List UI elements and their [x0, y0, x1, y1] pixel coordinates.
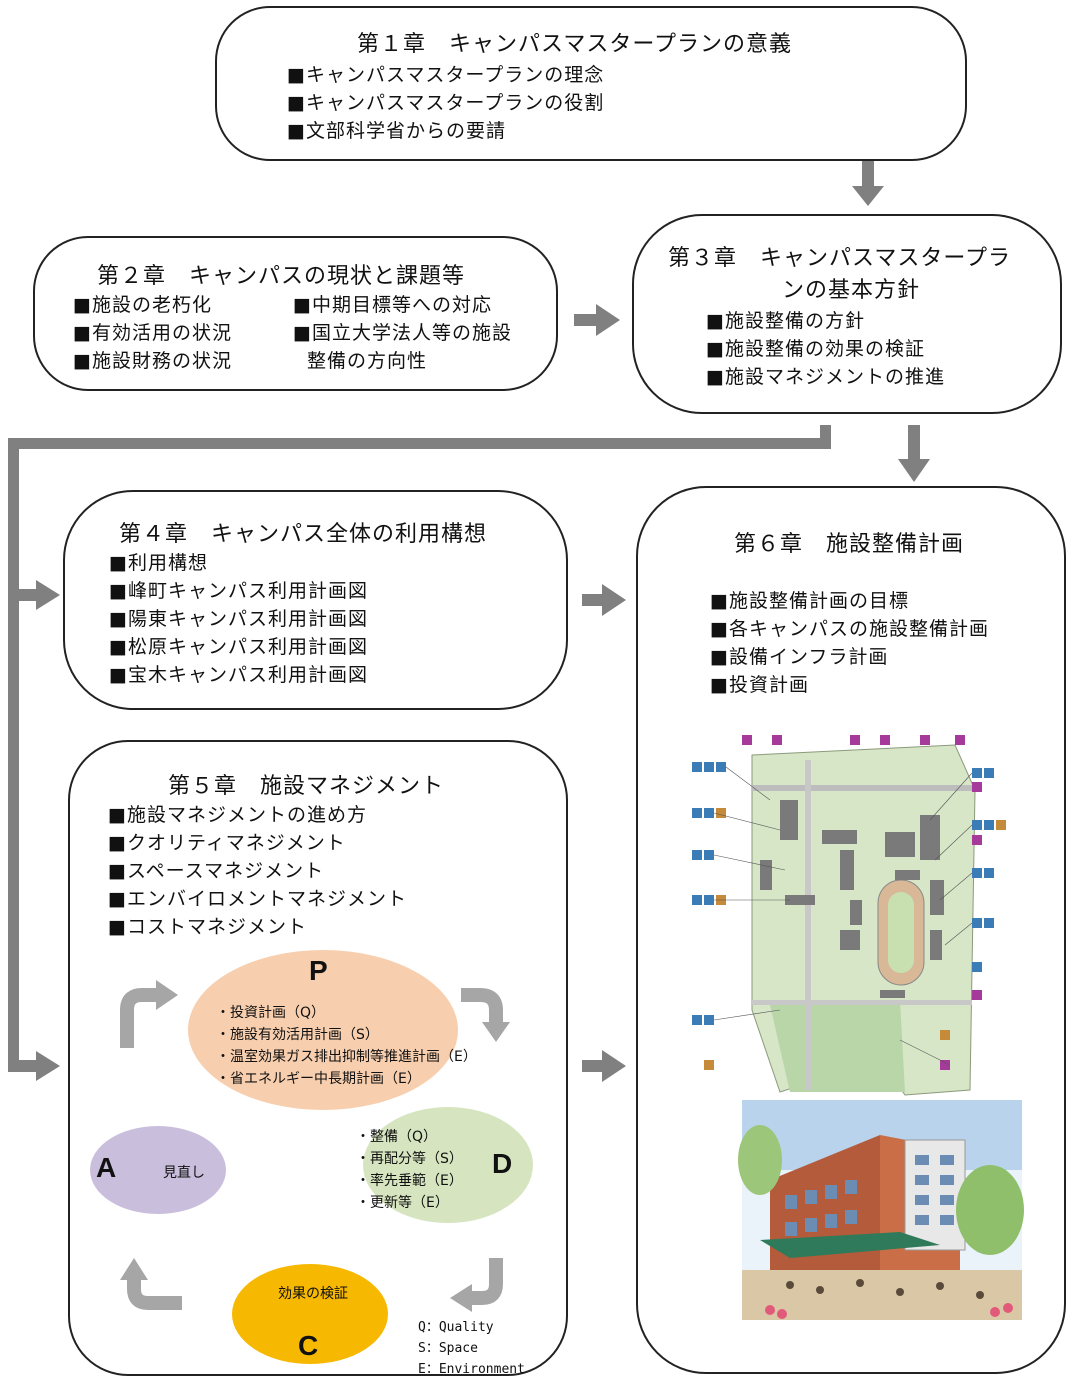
chapter-4-item: ■宝木キャンパス利用計画図: [109, 664, 368, 686]
chapter-5-title: 第５章 施設マネジメント: [168, 774, 445, 799]
chapter-3-title-line1: 第３章 キャンパスマスタープラ: [668, 246, 1012, 271]
do-letter: D: [492, 1148, 513, 1179]
chapter-3-item: ■施設整備の効果の検証: [706, 338, 925, 360]
chapter-4-item: ■利用構想: [109, 552, 208, 574]
do-item: ・率先垂範（E）: [356, 1173, 463, 1189]
chapter-6-item: ■投資計画: [710, 674, 809, 696]
plan-item: ・省エネルギー中長期計画（E）: [216, 1071, 421, 1087]
chapter-2-box: 第２章 キャンパスの現状と課題等 ■施設の老朽化 ■有効活用の状況 ■施設財務の…: [33, 236, 558, 391]
check-label: 効果の検証: [278, 1286, 348, 1302]
chapter-2-item: ■有効活用の状況: [73, 322, 232, 344]
arrow-ch2-to-ch3: [574, 304, 620, 336]
chapter-1-box: 第１章 キャンパスマスタープランの意義 ■キャンパスマスタープランの理念 ■キャ…: [215, 6, 967, 161]
plan-item: ・施設有効活用計画（S）: [216, 1027, 379, 1043]
chapter-5-item: ■エンバイロメントマネジメント: [108, 888, 407, 910]
chapter-5-item: ■施設マネジメントの進め方: [108, 804, 367, 826]
chapter-5-item: ■コストマネジメント: [108, 916, 307, 938]
cycle-arrow-c-to-a: [127, 1278, 182, 1310]
chapter-6-item: ■施設整備計画の目標: [710, 590, 909, 612]
chapter-2-title: 第２章 キャンパスの現状と課題等: [97, 264, 466, 289]
chapter-3-title-line2: ンの基本方針: [782, 278, 921, 303]
chapter-6-item: ■設備インフラ計画: [710, 646, 889, 668]
building-rendering: [738, 1100, 1024, 1320]
chapter-5-item: ■スペースマネジメント: [108, 860, 325, 882]
plan-item: ・温室効果ガス排出抑制等推進計画（E）: [216, 1049, 477, 1065]
do-item: ・再配分等（S）: [356, 1151, 463, 1167]
chapter-1-item: ■キャンパスマスタープランの理念: [287, 64, 605, 86]
act-ellipse: [90, 1126, 226, 1214]
chapter-4-box: 第４章 キャンパス全体の利用構想 ■利用構想 ■峰町キャンパス利用計画図 ■陽東…: [63, 490, 568, 710]
plan-ellipse: [188, 950, 458, 1110]
chapter-1-title: 第１章 キャンパスマスタープランの意義: [357, 32, 793, 57]
do-item: ・整備（Q）: [356, 1129, 438, 1145]
chapter-6-title: 第６章 施設整備計画: [734, 532, 965, 557]
chapter-2-item: ■施設の老朽化: [73, 294, 212, 316]
do-item: ・更新等（E）: [356, 1195, 449, 1211]
arrow-ch3-to-ch6: [898, 425, 930, 482]
arrow-ch3-to-ch4-ch5: [8, 425, 831, 1081]
chapter-3-item: ■施設整備の方針: [706, 310, 865, 332]
legend-item: Q：Quality: [418, 1320, 494, 1335]
chapter-2-item: ■中期目標等への対応: [293, 294, 492, 316]
chapter-1-item: ■キャンパスマスタープランの役割: [287, 92, 605, 114]
chapter-2-item: ■国立大学法人等の施設: [293, 322, 512, 344]
plan-letter: P: [309, 955, 328, 986]
legend-item: S：Space: [418, 1341, 478, 1356]
chapter-4-item: ■松原キャンパス利用計画図: [109, 636, 368, 658]
cycle-arrow-p-to-d: [461, 988, 503, 1025]
cycle-arrow-d-to-c: [470, 1258, 503, 1305]
arrow-ch1-to-ch3: [852, 160, 884, 206]
arrow-ch5-to-ch6: [582, 1050, 626, 1082]
chapter-6-item: ■各キャンパスの施設整備計画: [710, 618, 989, 640]
check-letter: C: [298, 1330, 319, 1361]
act-letter: A: [96, 1152, 117, 1183]
chapter-3-item: ■施設マネジメントの推進: [706, 366, 945, 388]
chapter-3-box: 第３章 キャンパスマスタープラ ンの基本方針 ■施設整備の方針 ■施設整備の効果…: [632, 214, 1062, 414]
chapter-2-item: 整備の方向性: [307, 350, 428, 372]
arrow-ch4-to-ch6: [582, 584, 626, 616]
cycle-arrow-a-to-p: [120, 988, 158, 1048]
act-label: 見直し: [163, 1165, 205, 1181]
chapter-4-title: 第４章 キャンパス全体の利用構想: [119, 522, 488, 547]
campus-map: [692, 735, 1006, 1096]
plan-item: ・投資計画（Q）: [216, 1005, 326, 1021]
chapter-1-item: ■文部科学省からの要請: [287, 120, 506, 142]
check-ellipse: [232, 1264, 388, 1364]
chapter-2-item: ■施設財務の状況: [73, 350, 232, 372]
do-ellipse: [363, 1107, 533, 1223]
legend-item: E：Environment: [418, 1362, 525, 1377]
chapter-4-item: ■峰町キャンパス利用計画図: [109, 580, 368, 602]
chapter-5-item: ■クオリティマネジメント: [108, 832, 346, 854]
chapter-4-item: ■陽東キャンパス利用計画図: [109, 608, 368, 630]
